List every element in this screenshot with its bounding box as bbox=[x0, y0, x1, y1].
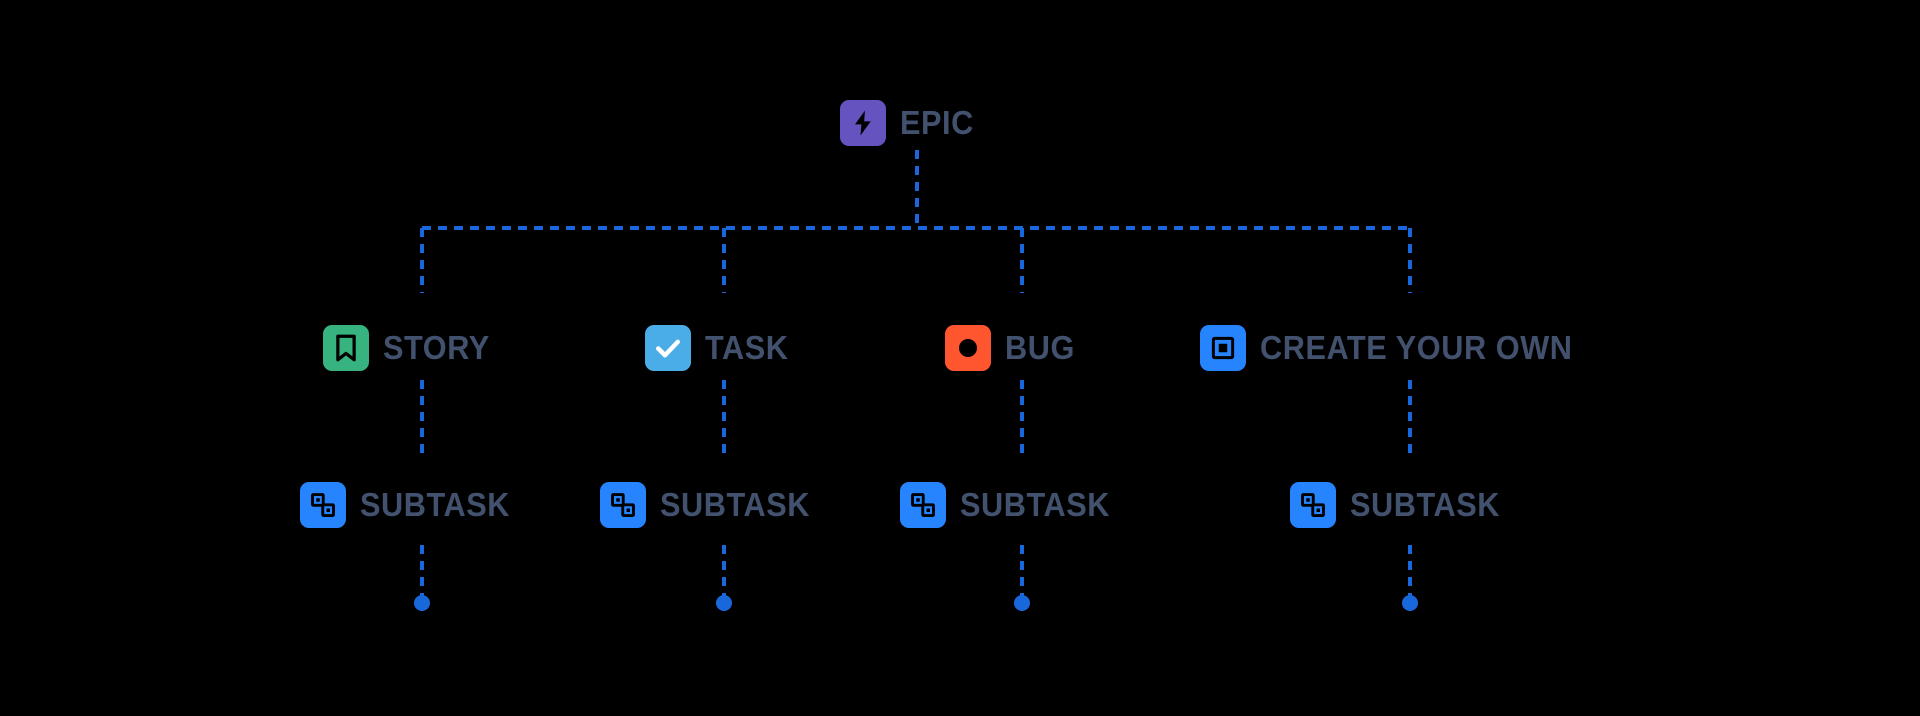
node-label-epic: EPIC bbox=[900, 104, 974, 141]
node-story[interactable]: STORY bbox=[323, 325, 498, 371]
subtask-squares-icon bbox=[600, 482, 646, 528]
subtask-squares-icon bbox=[900, 482, 946, 528]
connector-end-dot-2 bbox=[716, 595, 732, 611]
node-label-story: STORY bbox=[383, 329, 490, 366]
node-task[interactable]: TASK bbox=[645, 325, 795, 371]
connector-branch-down-3 bbox=[1020, 228, 1024, 293]
connector-tail-1 bbox=[420, 545, 424, 603]
connector-tail-3 bbox=[1020, 545, 1024, 603]
subtask-squares-icon bbox=[300, 482, 346, 528]
connector-tail-2 bbox=[722, 545, 726, 603]
node-bug[interactable]: BUG bbox=[945, 325, 1080, 371]
node-subtask-1[interactable]: SUBTASK bbox=[300, 482, 521, 528]
checkmark-icon bbox=[645, 325, 691, 371]
node-create-your-own[interactable]: CREATE YOUR OWN bbox=[1200, 325, 1596, 371]
node-label-bug: BUG bbox=[1005, 329, 1075, 366]
node-label-subtask-2: SUBTASK bbox=[660, 486, 810, 523]
connector-end-dot-1 bbox=[414, 595, 430, 611]
connector-branch-down-4 bbox=[1408, 228, 1412, 293]
connector-branch-down-2 bbox=[722, 228, 726, 293]
connector-horizontal-bus bbox=[422, 226, 1414, 230]
connector-epic-stem bbox=[915, 150, 919, 229]
connector-branch-mid-1 bbox=[420, 380, 424, 455]
bug-circle-icon bbox=[945, 325, 991, 371]
node-label-create-your-own: CREATE YOUR OWN bbox=[1260, 329, 1573, 366]
nested-square-icon bbox=[1200, 325, 1246, 371]
connector-branch-mid-3 bbox=[1020, 380, 1024, 455]
node-label-task: TASK bbox=[705, 329, 789, 366]
node-label-subtask-3: SUBTASK bbox=[960, 486, 1110, 523]
connector-end-dot-4 bbox=[1402, 595, 1418, 611]
connector-branch-down-1 bbox=[420, 228, 424, 293]
node-label-subtask-1: SUBTASK bbox=[360, 486, 510, 523]
node-subtask-2[interactable]: SUBTASK bbox=[600, 482, 821, 528]
connector-tail-4 bbox=[1408, 545, 1412, 603]
subtask-squares-icon bbox=[1290, 482, 1336, 528]
connector-end-dot-3 bbox=[1014, 595, 1030, 611]
node-subtask-4[interactable]: SUBTASK bbox=[1290, 482, 1511, 528]
node-subtask-3[interactable]: SUBTASK bbox=[900, 482, 1121, 528]
connector-branch-mid-2 bbox=[722, 380, 726, 455]
bookmark-icon bbox=[323, 325, 369, 371]
node-label-subtask-4: SUBTASK bbox=[1350, 486, 1500, 523]
lightning-bolt-icon bbox=[840, 100, 886, 146]
node-epic[interactable]: EPIC bbox=[840, 100, 979, 146]
connector-branch-mid-4 bbox=[1408, 380, 1412, 455]
